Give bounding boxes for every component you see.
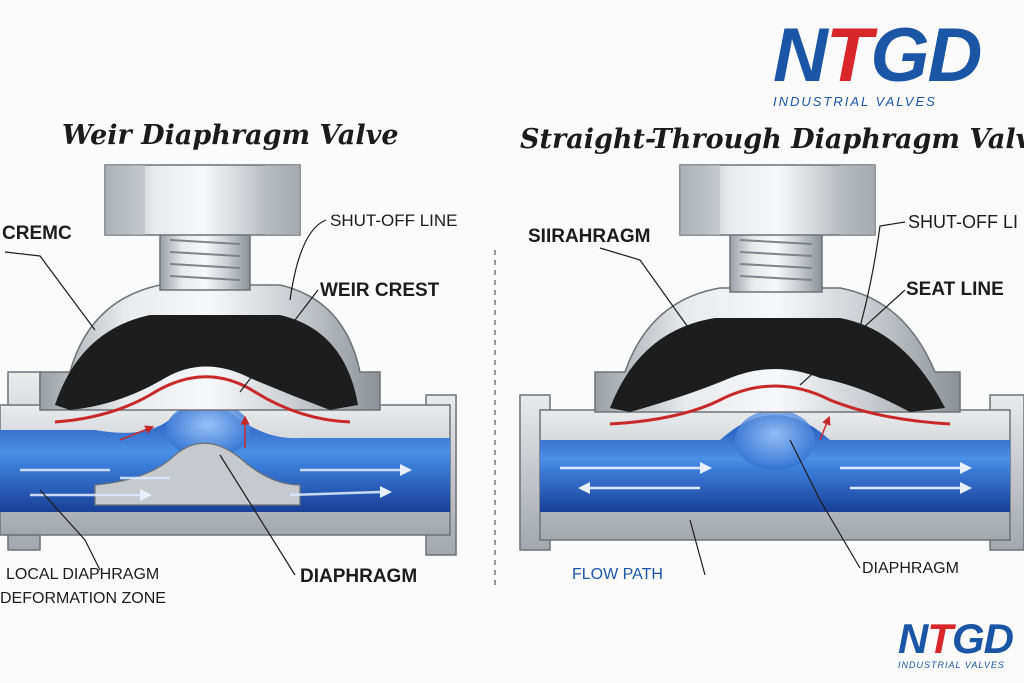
label-diaphragm-right: DIAPHRAGM [862,560,959,577]
brand-logo-subtitle: INDUSTRIAL VALVES [773,94,937,109]
label-flow-path: FLOW PATH [572,566,663,583]
weir-valve-illustration [0,164,457,556]
leader-seat-line [799,289,906,386]
brand-logo-corner-mark: NTGD [898,615,1014,662]
weir-valve-title: Weir Diaphragm Valve [62,120,399,151]
brand-logo-corner-subtitle: INDUSTRIAL VALVES [898,660,1005,670]
label-shut-off-li: SHUT-OFF LI [908,212,1019,232]
weir-flow-arrowheads [140,464,412,501]
weir-diaphragm [55,315,358,410]
straight-valve-illustration [519,164,1024,551]
straight-leader-lines [599,221,906,576]
straight-pressure-arrow [819,415,831,441]
weir-flow-arrows [20,468,400,497]
weir-leader-lines [4,219,327,576]
straight-valve-title: Straight-Through Diaphragm Valve [520,124,1024,155]
weir-stem-threads [169,239,241,281]
leader-diaphragm-right [789,439,861,569]
brand-logo-corner: NTGD INDUSTRIAL VALVES [898,615,1014,671]
leader-shut-off-right [849,221,906,361]
label-diaphragm: DIAPHRAGM [300,566,418,587]
straight-stem-threads [739,239,813,281]
label-seat-line: SEAT LINE [906,279,1004,300]
label-deformation-zone: DEFORMATION ZONE [0,590,166,607]
leader-weir-crest [239,289,319,393]
weir-pressure-arrow-left [119,425,155,441]
weir-flow-highlight [166,402,250,458]
label-shut-off-line: SHUT-OFF LINE [330,211,458,230]
brand-logo: NTGD INDUSTRIAL VALVES [773,13,982,110]
label-weir-crest: WEIR CREST [320,280,440,301]
leader-diaphragm [219,454,296,576]
straight-flow-arrowheads [578,462,972,494]
leader-local-zone [39,489,101,571]
leader-shut-off [289,219,327,301]
label-local-diaphragm: LOCAL DIAPHRAGM [6,566,160,583]
straight-seal-line [609,384,951,426]
straight-diaphragm [610,318,945,412]
weir-seal-line [54,375,351,424]
straight-flow-arrows [560,466,960,490]
weir-crest-body [94,442,301,506]
straight-flow-highlight [735,410,815,470]
label-siirahragm: SIIRAHRAGM [528,226,651,247]
leader-cremc [4,251,96,331]
brand-logo-mark: NTGD [773,13,982,98]
label-cremc: CREMC [2,223,72,244]
leader-flow-path [689,519,706,576]
leader-siirahragm [599,247,691,331]
